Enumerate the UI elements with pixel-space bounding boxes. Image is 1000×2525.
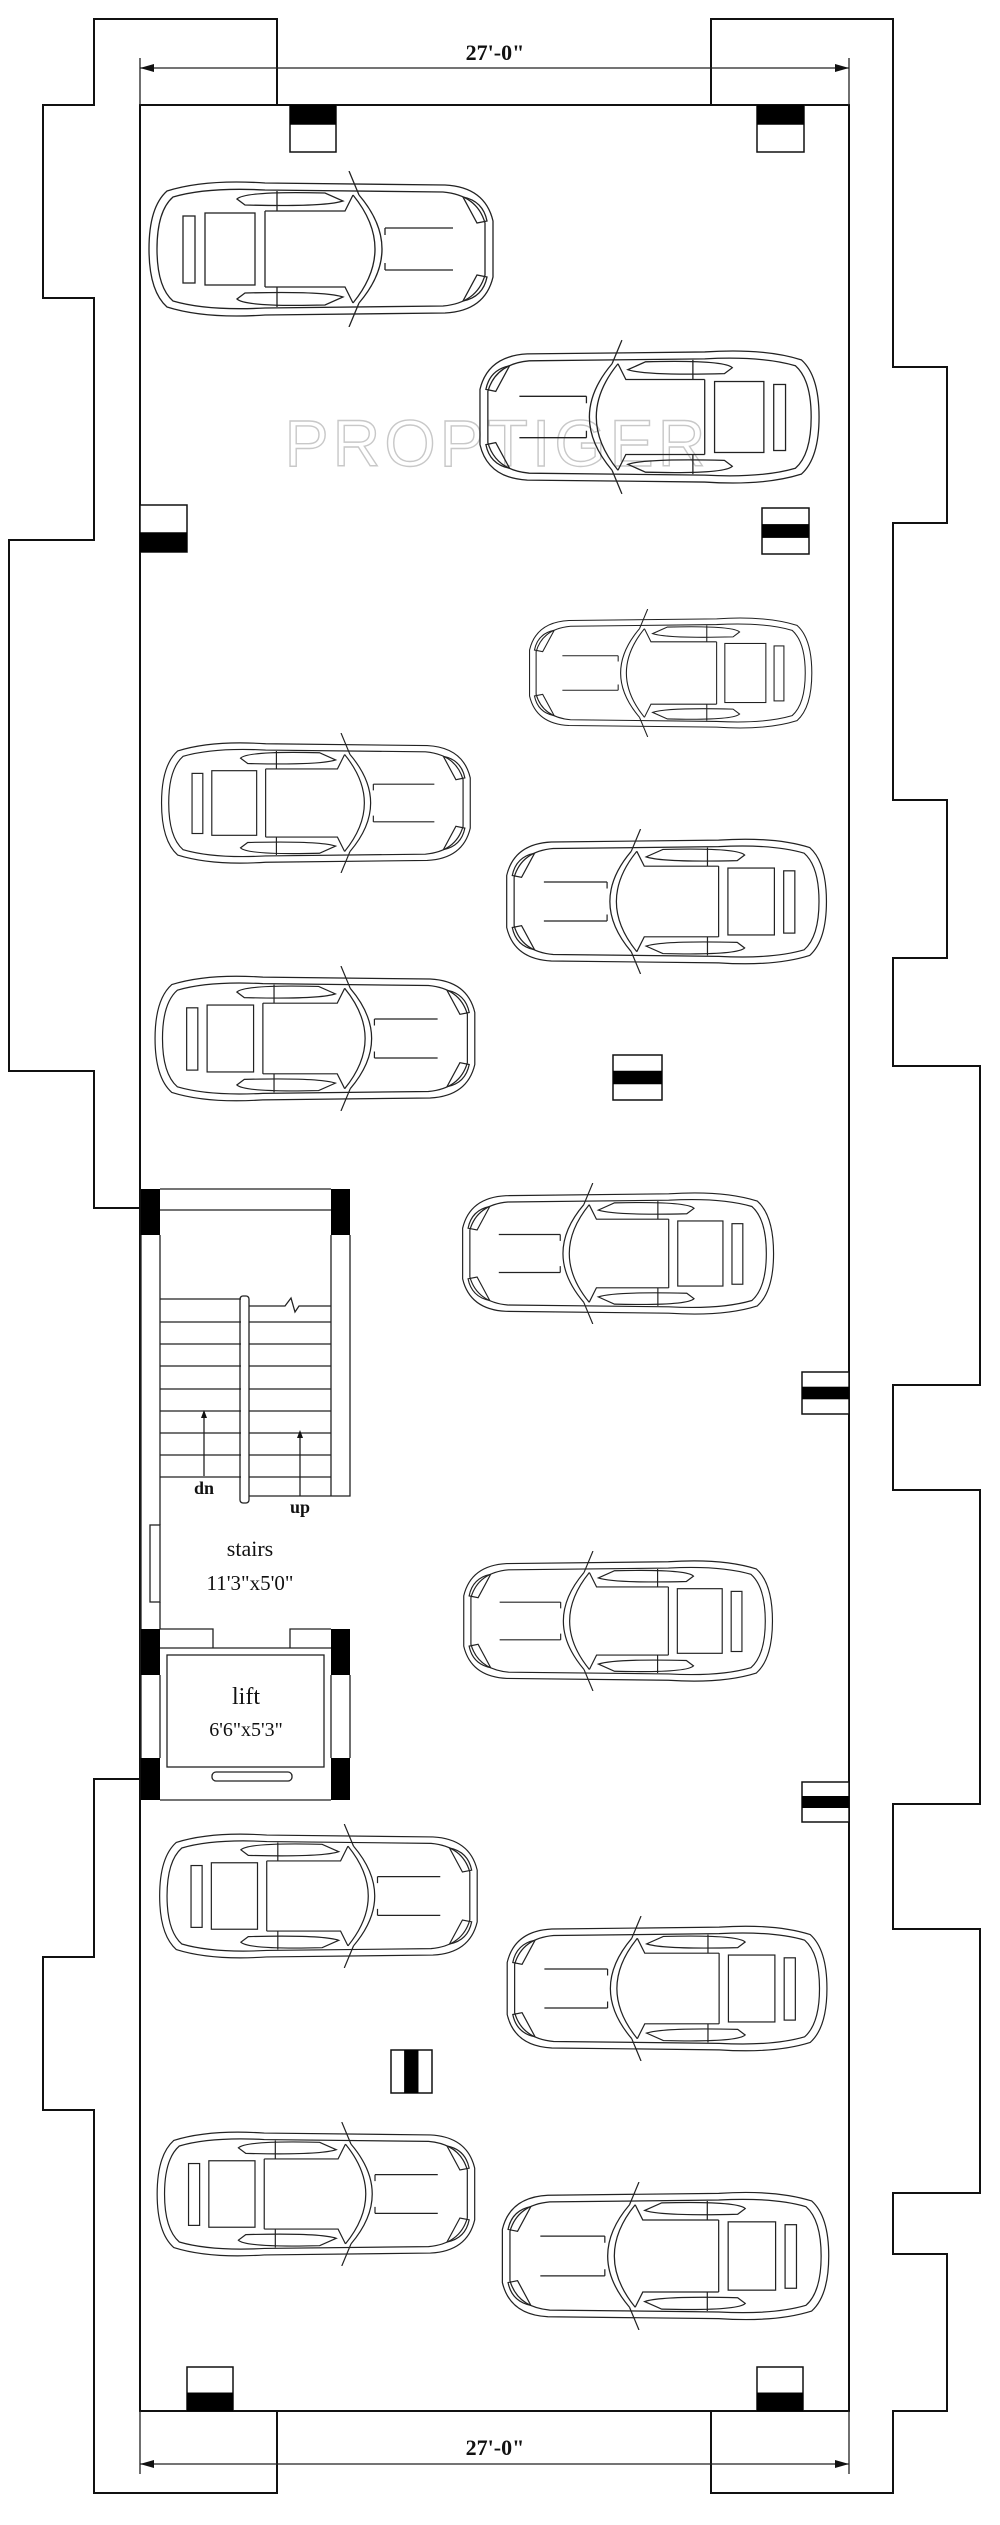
structural-column xyxy=(139,504,188,553)
structural-column xyxy=(761,507,810,555)
watermark: PROPTIGER xyxy=(285,406,710,480)
structural-column xyxy=(186,2366,234,2412)
parked-car xyxy=(160,733,471,873)
top-dimension: 27'-0" xyxy=(139,40,850,105)
lift-core: lift 6'6"x5'3" xyxy=(141,1628,351,1801)
parking-floor-boundary xyxy=(139,104,850,2412)
structural-column xyxy=(756,104,805,153)
stair-core: dn up stairs 11'3"x5'0" xyxy=(140,1188,351,1758)
stairs-up-label: up xyxy=(290,1497,310,1517)
outer-outline-right xyxy=(710,18,981,2494)
down-arrow-icon xyxy=(201,1410,207,1476)
stair-column xyxy=(141,1189,160,1235)
lift-car xyxy=(166,1654,325,1768)
structural-column xyxy=(390,2049,433,2094)
stairs-label: stairs xyxy=(227,1536,273,1561)
lift-label: lift xyxy=(232,1684,260,1710)
lift-column xyxy=(141,1758,160,1800)
parked-car xyxy=(528,609,813,737)
outer-outline-left-lower xyxy=(42,1778,278,2494)
top-dimension-label: 27'-0" xyxy=(466,40,525,65)
parking-cars xyxy=(148,171,830,2330)
structural-column xyxy=(801,1371,850,1415)
parked-car xyxy=(159,1824,478,1968)
stairs-down-label: dn xyxy=(194,1478,214,1498)
parked-car xyxy=(154,966,476,1111)
columns xyxy=(139,104,850,2412)
stair-column xyxy=(331,1189,350,1235)
stair-handrail xyxy=(239,1295,250,1504)
structural-column xyxy=(612,1054,663,1101)
stair-treads-down xyxy=(160,1298,241,1478)
outer-outline-left-upper xyxy=(8,18,278,1209)
up-arrow-icon xyxy=(297,1430,303,1496)
structural-column xyxy=(756,2366,804,2412)
parked-car xyxy=(501,2182,830,2330)
parked-car xyxy=(506,829,828,974)
parked-car xyxy=(461,1183,775,1324)
parked-car xyxy=(156,2122,476,2266)
structural-column xyxy=(801,1781,850,1823)
stair-window xyxy=(149,1524,161,1603)
parked-car xyxy=(148,171,494,327)
lift-column xyxy=(331,1758,350,1800)
lift-column xyxy=(331,1629,350,1675)
bottom-dimension-label: 27'-0" xyxy=(466,2435,525,2460)
lift-size: 6'6"x5'3" xyxy=(209,1719,283,1741)
lift-door xyxy=(211,1771,293,1782)
stairs-size: 11'3"x5'0" xyxy=(207,1571,294,1595)
structural-column xyxy=(289,104,337,153)
lift-column xyxy=(141,1629,160,1675)
bottom-dimension: 27'-0" xyxy=(139,2411,850,2474)
parked-car xyxy=(463,1551,774,1691)
stair-treads-up xyxy=(249,1296,331,1497)
parked-car xyxy=(506,1916,828,2061)
